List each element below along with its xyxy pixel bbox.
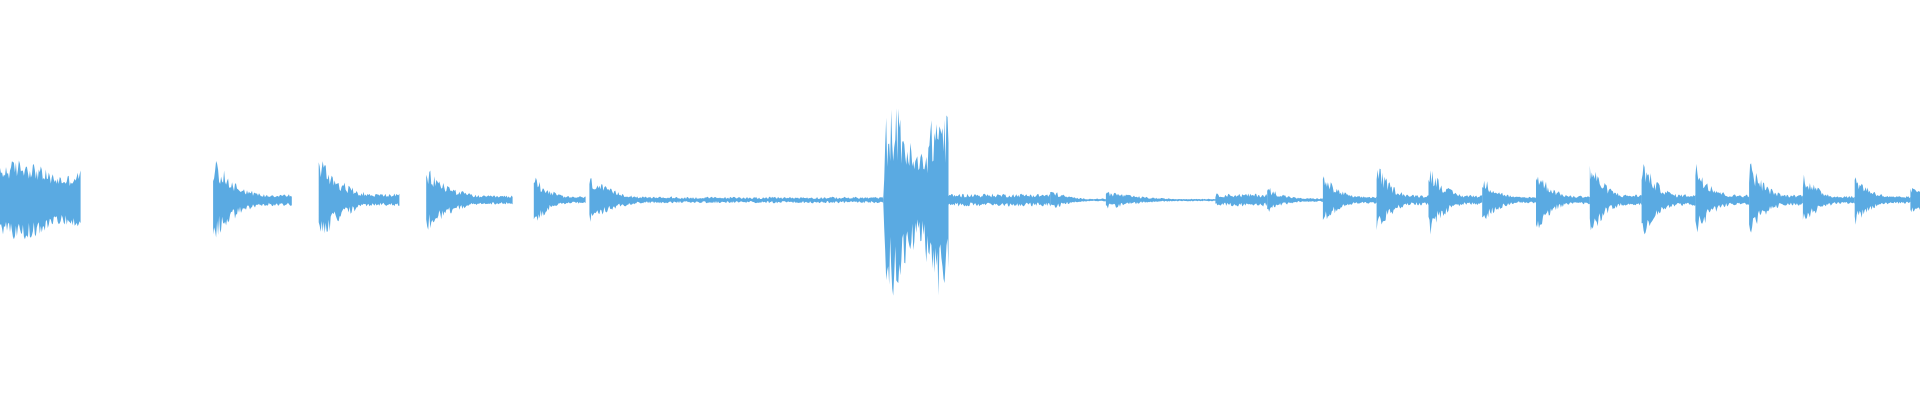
waveform-segment <box>1215 193 1268 207</box>
waveform-segment <box>213 161 292 238</box>
waveform-segment <box>1050 191 1106 208</box>
waveform-segment <box>318 161 400 234</box>
waveform-segment <box>672 196 884 204</box>
waveform-segment <box>1749 163 1803 233</box>
waveform-segment <box>948 193 1051 207</box>
waveform-segment <box>1695 163 1750 233</box>
waveform-segment <box>1641 164 1696 235</box>
waveform-segment <box>883 108 949 296</box>
waveform-segment <box>1536 176 1590 229</box>
waveform-segment <box>1428 170 1483 235</box>
waveform-segment <box>1589 165 1642 231</box>
waveform-segment <box>1376 168 1429 231</box>
waveform-segment <box>533 177 586 221</box>
waveform-segment <box>1802 174 1855 220</box>
waveform-segment <box>1322 176 1377 220</box>
waveform-segment <box>589 178 672 222</box>
waveform-segment <box>1105 191 1216 209</box>
waveform-segments <box>0 108 1920 296</box>
waveform-segment <box>426 170 513 230</box>
waveform-segment <box>1854 177 1911 225</box>
waveform-segment <box>1910 187 1920 213</box>
waveform-segment <box>1267 188 1323 212</box>
waveform-segment <box>0 160 81 240</box>
waveform-segment <box>1482 180 1536 219</box>
